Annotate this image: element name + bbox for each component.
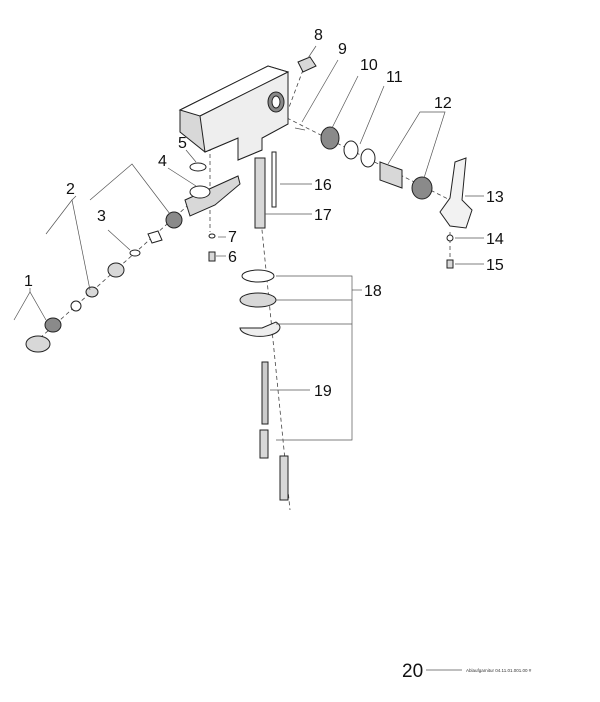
label-part-2: 2 [66, 181, 75, 198]
threaded-rod [259, 361, 289, 501]
popup-lever [184, 162, 241, 217]
label-part-20: 20 [402, 661, 423, 682]
label-part-3: 3 [97, 208, 106, 225]
faucet-body [178, 65, 290, 161]
spout-insert-parts [85, 211, 183, 298]
label-part-4: 4 [158, 153, 167, 170]
label-part-19: 19 [314, 383, 332, 400]
label-part-12: 12 [434, 95, 452, 112]
leader-lines [13, 45, 484, 671]
label-part-1: 1 [24, 273, 33, 290]
label-part-7: 7 [228, 229, 237, 246]
drawing-reference-note: Ablaufgarnitur 04.11.01.001.00 # [466, 668, 532, 673]
handle-screws [446, 234, 454, 269]
label-part-17: 17 [314, 207, 332, 224]
cartridge [379, 161, 433, 200]
label-part-10: 10 [360, 57, 378, 74]
label-part-5: 5 [178, 135, 187, 152]
part-number-labels: 1 2 3 4 5 6 7 8 9 10 11 12 13 14 15 16 1… [24, 27, 532, 682]
sealing-rings [320, 126, 376, 168]
label-part-15: 15 [486, 257, 504, 274]
aerator-assembly [25, 300, 82, 353]
label-part-13: 13 [486, 189, 504, 206]
mounting-rings [239, 269, 281, 337]
label-part-18: 18 [364, 283, 382, 300]
label-part-6: 6 [228, 249, 237, 266]
label-part-16: 16 [314, 177, 332, 194]
label-part-8: 8 [314, 27, 323, 44]
label-part-14: 14 [486, 231, 504, 248]
small-screws [208, 233, 216, 262]
popup-rods [254, 151, 277, 229]
cover-cap [294, 56, 317, 131]
label-part-11: 11 [386, 69, 403, 86]
lever-handle [439, 157, 473, 229]
label-part-9: 9 [338, 41, 347, 58]
